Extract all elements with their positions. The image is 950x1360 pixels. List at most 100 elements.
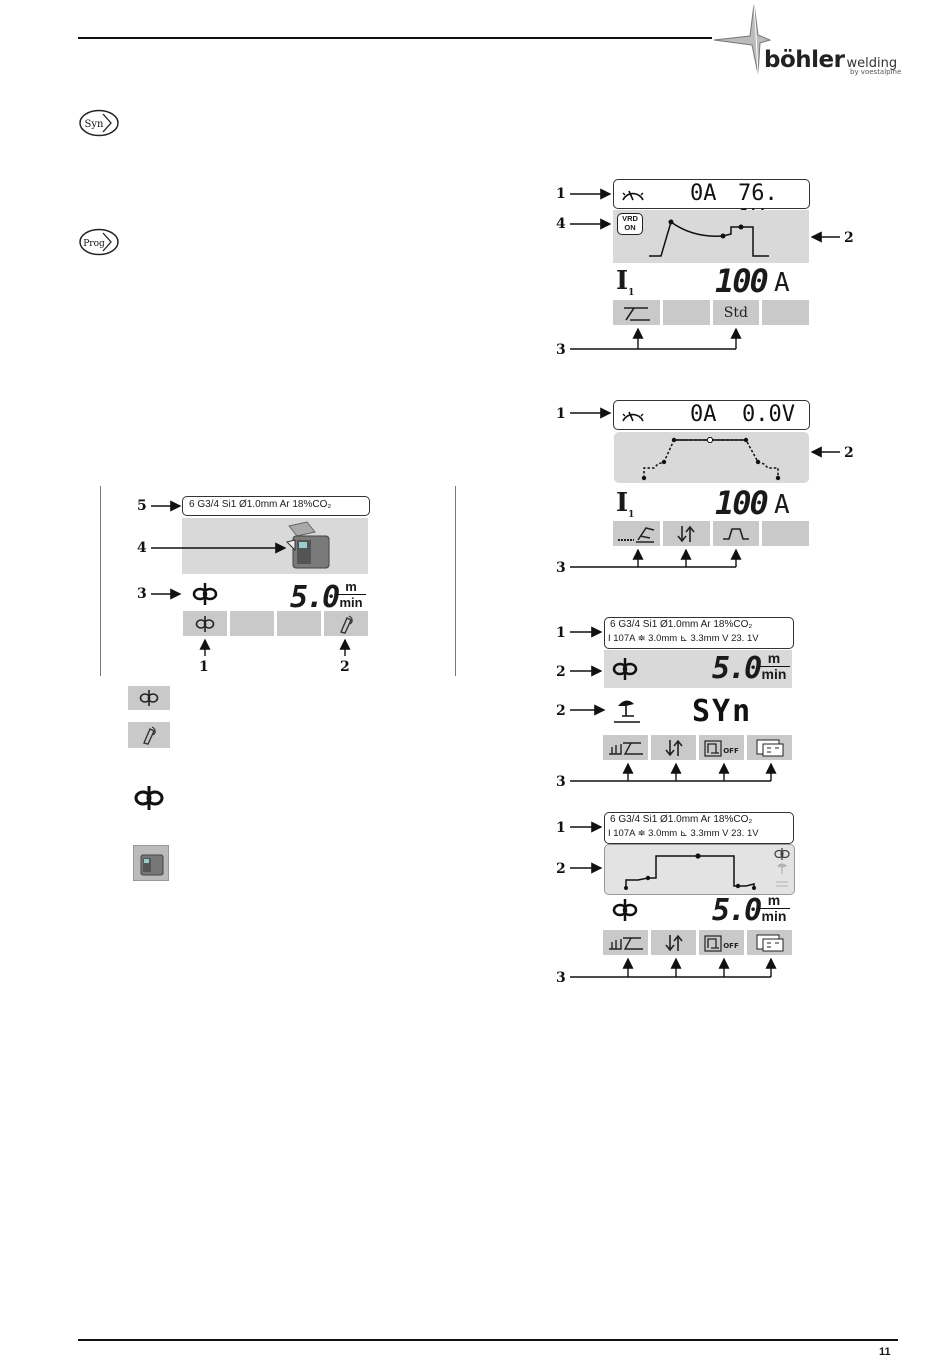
vrd-on-label: ON: [624, 223, 636, 232]
r3-callout-1: 1: [556, 625, 566, 641]
r2-param-symbol: I: [616, 488, 629, 518]
r3-softkey-bar: OFF: [603, 735, 792, 762]
brand-subline: by voestalpine: [850, 68, 902, 76]
r2-softkey-bar: [613, 521, 809, 548]
r1-callout-1: 1: [556, 186, 566, 202]
left-callout-4: 4: [137, 540, 147, 556]
r4-softkey-bar: OFF: [603, 930, 792, 957]
wire-feed-icon: [612, 658, 638, 680]
r3-callout-2b: 2: [556, 703, 566, 719]
gas-test-icon: [143, 726, 156, 745]
r3-softkey-spot-off[interactable]: OFF: [699, 735, 744, 762]
r1-param-unit: A: [774, 268, 790, 298]
trigger-updown-icon: [664, 934, 683, 951]
prog-label: Prog: [83, 239, 105, 249]
r4-softkey-jobs[interactable]: [747, 930, 792, 957]
left-callout-3: 3: [137, 586, 147, 602]
wire-feed-icon: [612, 899, 638, 921]
r1-softkey-bar: Std: [613, 300, 809, 327]
r4-side-icons: [774, 848, 790, 887]
left-softkey-gas-test[interactable]: [324, 611, 368, 638]
r1-callout-4: 4: [556, 216, 566, 232]
r1-param-label: I1: [616, 266, 634, 298]
r3-softkey-process[interactable]: [603, 735, 648, 762]
left-softkey-wire-feed[interactable]: [183, 611, 227, 638]
gas-test-icon: [340, 614, 353, 634]
r3-softkey-jobs[interactable]: [747, 735, 792, 762]
left-callout-2: 2: [340, 659, 350, 675]
r3-callout-3: 3: [556, 774, 566, 790]
r1-softkey-std[interactable]: Std: [712, 300, 760, 327]
r1-callout-3: 3: [556, 342, 566, 358]
r4-graph-area: [604, 844, 795, 895]
left-softkey-bar: [183, 611, 368, 638]
wire-machine-icon: [140, 854, 164, 876]
r2-softkey-empty[interactable]: [762, 521, 809, 548]
left-softkey-empty-1[interactable]: [230, 611, 274, 638]
r4-softkey-spot-off[interactable]: OFF: [699, 930, 744, 957]
svg-text:OFF: OFF: [723, 747, 739, 755]
r1-param-symbol: I: [616, 266, 629, 296]
r3-softkey-trigger[interactable]: [651, 735, 696, 762]
r3-status-text: I 107A ≑ 3.0mm ⊾ 3.3mm V 23. 1V: [608, 633, 759, 644]
legend-gas-test-key: [128, 722, 170, 748]
r1-status-bar: 0A 76. 1V: [613, 179, 810, 231]
r3-unit-fraction: m min: [758, 650, 790, 682]
r4-unit-bottom: min: [761, 908, 787, 924]
r4-wire-speed-value: 5.0: [712, 893, 762, 928]
wire-feed-icon: [192, 583, 218, 605]
left-callout-1: 1: [199, 659, 209, 675]
welder-icon: [614, 700, 640, 723]
r2-softkey-process[interactable]: [613, 521, 660, 548]
r2-param-unit: A: [774, 490, 790, 520]
r4-unit-fraction: m min: [758, 893, 790, 924]
r1-param-value: 100: [715, 262, 769, 300]
job-memory-icon: [756, 934, 783, 951]
left-softkey-empty-2[interactable]: [277, 611, 321, 638]
r4-curve: [624, 853, 756, 890]
r1-softkey-empty-2[interactable]: [762, 300, 809, 327]
r3-mode-readout: SYn: [692, 694, 753, 729]
left-material-text: 6 G3/4 Si1 Ø1.0mm Ar 18%CO₂: [189, 499, 332, 510]
r1-softkey-empty[interactable]: [662, 300, 710, 327]
r2-softkey-trigger[interactable]: [662, 521, 710, 548]
r4-softkey-process[interactable]: [603, 930, 648, 957]
legend-wire-feed-large-icon: [134, 786, 164, 810]
trigger-updown-icon: [664, 739, 683, 756]
r4-status-text: I 107A ≑ 3.0mm ⊾ 3.3mm V 23. 1V: [608, 828, 759, 839]
r1-pulse-curve: [649, 219, 769, 257]
r2-param-value: 100: [715, 484, 769, 522]
r3-unit-bottom: min: [761, 666, 787, 682]
vrd-on-badge: VRD ON: [617, 213, 643, 235]
page-number: 11: [879, 1346, 891, 1358]
wire-feed-icon: [139, 690, 159, 706]
r1-current-readout: 0A: [690, 181, 717, 206]
r2-softkey-cycle[interactable]: [712, 521, 760, 548]
r1-softkey-torch[interactable]: [613, 300, 660, 327]
brand-name: böhler: [764, 47, 845, 73]
r3-unit-top: m: [767, 650, 781, 666]
gauge-icon: [622, 411, 644, 422]
syn-button-icon: Syn: [79, 109, 119, 137]
r3-material-text: 6 G3/4 Si1 Ø1.0mm Ar 18%CO₂: [610, 619, 753, 630]
r4-material-text: 6 G3/4 Si1 Ø1.0mm Ar 18%CO₂: [610, 814, 753, 825]
legend-wire-feed-key: [128, 686, 170, 710]
gauge-icon: [622, 190, 644, 201]
left-panel-frame: [100, 486, 456, 676]
r2-param-sub: 1: [628, 510, 635, 521]
trigger-updown-icon: [677, 525, 695, 542]
left-callout-5: 5: [137, 498, 147, 514]
r2-param-label: I1: [616, 488, 634, 520]
r2-status-bar: 0A 0.0V: [613, 400, 810, 430]
torch-icon: [624, 306, 651, 321]
r2-callout-3: 3: [556, 560, 566, 576]
r4-callout-2: 2: [556, 861, 566, 877]
r3-wire-speed-value: 5.0: [712, 651, 762, 686]
left-unit-fraction: m min: [336, 580, 366, 609]
r4-softkey-trigger[interactable]: [651, 930, 696, 957]
r2-callout-1: 1: [556, 406, 566, 422]
r3-material-bar: 6 G3/4 Si1 Ø1.0mm Ar 18%CO₂ I 107A ≑ 3.0…: [604, 617, 794, 649]
spot-off-icon: OFF: [703, 739, 739, 757]
